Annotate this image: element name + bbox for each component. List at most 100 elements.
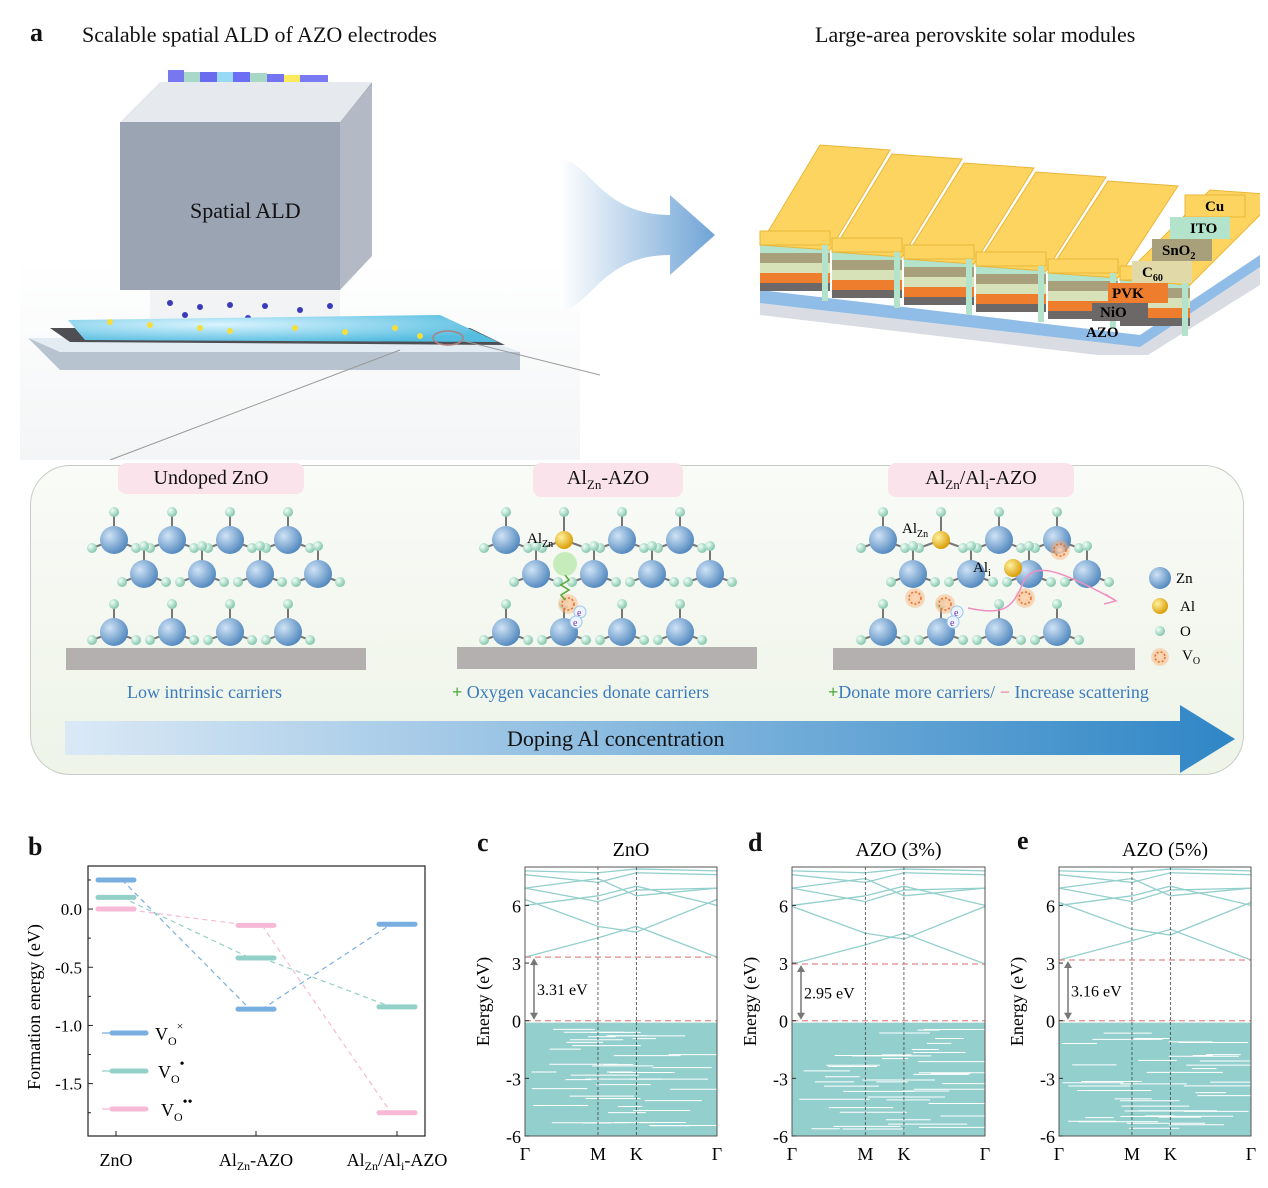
oxygen-atom <box>886 577 896 587</box>
interconnect <box>822 245 828 301</box>
oxygen-atom <box>291 577 301 587</box>
substrate-bar <box>457 647 757 669</box>
caption-undoped: Low intrinsic carriers <box>127 682 282 703</box>
conduction-band-line <box>525 873 717 883</box>
oxygen-atom <box>994 507 1004 517</box>
oxygen-atom <box>87 635 97 645</box>
y-tick-label: 0 <box>512 1012 521 1032</box>
layer-nio <box>760 283 830 291</box>
oxygen-atom <box>617 507 627 517</box>
scheme-title-alzn: AlZn-AZO <box>533 463 683 497</box>
oxygen-atom <box>335 577 345 587</box>
y-tick-label: 3 <box>512 954 521 974</box>
oxygen-atom <box>1052 507 1062 517</box>
arrow-down-icon <box>530 1013 538 1020</box>
process-arrow <box>560 120 740 320</box>
arrow-up-icon <box>530 958 538 965</box>
y-tick-label: -6 <box>1040 1127 1055 1147</box>
oxygen-atom <box>966 541 976 551</box>
panel-a-right-title: Large-area perovskite solar modules <box>815 22 1135 48</box>
y-tick-label: -0.5 <box>55 958 82 977</box>
oxygen-atom <box>87 543 97 553</box>
x-tick-label: Γ <box>787 1144 797 1164</box>
zinc-atom <box>522 560 550 588</box>
zinc-atom <box>580 560 608 588</box>
oxygen-atom <box>523 635 533 645</box>
oxygen-atom <box>639 635 649 645</box>
oxygen-atom <box>167 599 177 609</box>
x-tick-label: ZnO <box>100 1150 133 1170</box>
connector-line <box>262 958 391 1007</box>
conduction-band-line <box>1059 902 1251 935</box>
oxygen-atom <box>161 577 171 587</box>
zinc-atom <box>246 560 274 588</box>
oxygen-atom <box>167 507 177 517</box>
oxygen-atom <box>589 541 599 551</box>
oxygen-atom <box>277 577 287 587</box>
band-structure-azo-5: AZO (5%)3.16 eV-6-3036Energy (eV)ΓMKΓ <box>1000 830 1268 1188</box>
zinc-atom <box>274 618 302 646</box>
layer-c60 <box>760 263 830 273</box>
zinc-atom <box>216 618 244 646</box>
oxygen-atom <box>203 635 213 645</box>
conduction-band-line <box>525 869 717 873</box>
y-tick-label: -1.5 <box>55 1075 82 1094</box>
interconnect <box>894 252 900 308</box>
x-tick-label: K <box>1164 1144 1177 1164</box>
legend-label: VO× <box>155 1019 183 1048</box>
zinc-atom <box>188 560 216 588</box>
x-tick-label: AlZn/Ali-AZO <box>347 1150 448 1173</box>
oxygen-atom <box>225 507 235 517</box>
x-tick-label: Γ <box>1246 1144 1256 1164</box>
connector-line <box>122 897 250 958</box>
arrow-right-icon <box>560 160 715 310</box>
title-rest: -AZO <box>601 467 649 489</box>
x-tick-label: M <box>590 1144 606 1164</box>
copper-electrode-front <box>904 245 974 259</box>
zinc-atom <box>1043 618 1071 646</box>
electron-label: e <box>950 618 955 629</box>
y-tick-label: -6 <box>506 1127 521 1147</box>
legend-label: VO• <box>158 1057 185 1086</box>
y-tick-label: 6 <box>1046 896 1055 916</box>
oxygen-atom <box>878 599 888 609</box>
legend-zn-label: Zn <box>1176 571 1193 587</box>
conduction-band-line <box>792 933 985 964</box>
conduction-band-line <box>1059 929 1251 960</box>
minus-icon: − <box>1000 682 1010 702</box>
layer-label-cu: Cu <box>1205 199 1224 215</box>
oxygen-atom <box>479 543 489 553</box>
doping-arrow-label: Doping Al concentration <box>507 726 725 751</box>
interconnect <box>966 259 972 315</box>
legend-o-label: O <box>1180 624 1191 640</box>
y-tick-label: 3 <box>779 954 788 974</box>
oxygen-atom <box>595 635 605 645</box>
zinc-atom <box>608 526 636 554</box>
caption-text-a: Donate more carriers/ <box>838 682 995 702</box>
oxygen-atom <box>675 599 685 609</box>
oxygen-atom <box>175 577 185 587</box>
zinc-atom <box>696 560 724 588</box>
layer-sno2 <box>904 267 974 277</box>
connector-line <box>122 880 250 1009</box>
y-tick-label: 0 <box>779 1012 788 1032</box>
oxygen-atom <box>509 577 519 587</box>
band-gap-label: 3.16 eV <box>1071 983 1122 1000</box>
x-tick-label: K <box>630 1144 643 1164</box>
y-tick-label: -3 <box>1040 1069 1055 1089</box>
ald-head-top <box>120 82 372 122</box>
layer-pvk <box>760 273 830 283</box>
y-axis-label: Energy (eV) <box>1007 957 1028 1046</box>
legend-label: VO•• <box>161 1095 193 1124</box>
oxygen-atom <box>189 635 199 645</box>
oxygen-atom <box>261 635 271 645</box>
oxygen-atom <box>908 541 918 551</box>
oxygen-atom <box>313 541 323 551</box>
oxygen-atom <box>994 599 1004 609</box>
oxygen-atom <box>900 635 910 645</box>
oxygen-atom <box>675 507 685 517</box>
oxygen-atom <box>647 541 657 551</box>
oxygen-atom <box>1030 635 1040 645</box>
layer-nio <box>904 297 974 305</box>
oxygen-atom <box>705 541 715 551</box>
